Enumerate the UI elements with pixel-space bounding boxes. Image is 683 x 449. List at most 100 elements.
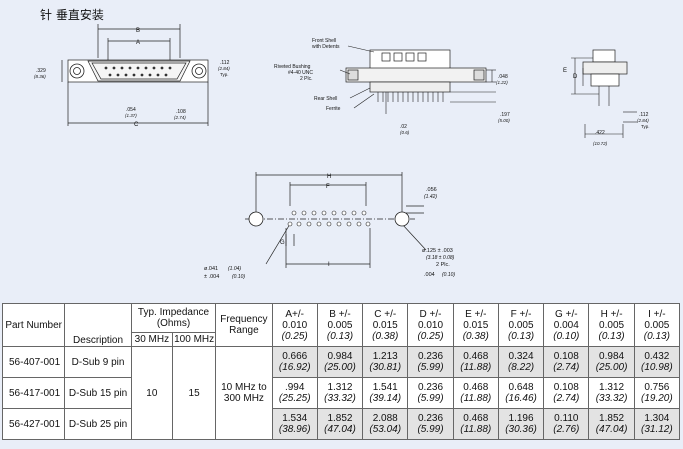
height-mm: (8.36) (34, 74, 46, 79)
dim-value: (2.74) (553, 362, 580, 373)
dim-a-name: A+/- (285, 308, 305, 320)
dim-value: (11.88) (460, 393, 492, 404)
dim-value: (5.99) (417, 424, 444, 435)
dim-f-name: F +/- (510, 308, 532, 320)
dim-cell: 0.236(5.99) (407, 346, 454, 378)
d2-in: .108 (176, 109, 186, 115)
offset-mm: (1.42) (424, 194, 437, 200)
width-mm: (10.72) (593, 141, 608, 146)
dim-value: (31.12) (641, 424, 673, 435)
dim-cell: 0.108(2.74) (543, 346, 590, 378)
dim-value: (2.76) (553, 424, 580, 435)
depth-in: .197 (500, 112, 510, 118)
impedance-30: 10 (130, 346, 173, 440)
dim-cell: 0.756(19.20) (633, 377, 681, 409)
dim-b-in: 0.005 (327, 319, 353, 331)
dim-value: 1.304 (644, 413, 670, 424)
header-dim-c: C +/-0.015(0.38) (362, 303, 409, 347)
table-row: 56-417-001 D-Sub 15 pin .994(25.25) 1.31… (1, 377, 681, 409)
dim-value: (53.04) (369, 424, 402, 435)
d2-mm: (2.74) (174, 115, 186, 120)
description: D-Sub 9 pin (64, 346, 132, 378)
dim-value: 0.324 (508, 351, 534, 362)
dim-value: 0.236 (417, 413, 444, 424)
dim-cell: 1.196(30.36) (497, 408, 545, 440)
dim-value: 1.196 (508, 413, 534, 424)
dim-cell: 0.468(11.88) (452, 346, 499, 378)
dim-c-name: C +/- (374, 308, 397, 320)
dim-h-in: 0.005 (599, 319, 625, 331)
dim-value: 1.852 (599, 413, 625, 424)
dim-value: (47.04) (324, 424, 356, 435)
bushing-label: Riveted Bushing (274, 64, 311, 70)
dim-value: 1.534 (282, 413, 308, 424)
dim-value: (38.96) (278, 424, 311, 435)
dim-g-name: G +/- (555, 308, 578, 320)
dim-cell: 1.312(33.32) (588, 377, 635, 409)
dim-i-label: I (328, 262, 330, 268)
dim-value: 0.468 (463, 413, 489, 424)
pin-tol-in: ± .004 (204, 274, 219, 280)
dim-cell: 0.648(16.46) (497, 377, 545, 409)
dim-value: (25.00) (595, 362, 628, 373)
dim-value: (8.22) (507, 362, 535, 373)
front-shell-label: Front Shell (312, 38, 336, 44)
header-impedance: Typ. Impedance (Ohms) (130, 303, 217, 333)
dim-i-mm: (0.13) (643, 330, 670, 342)
dim-value: (47.04) (595, 424, 628, 435)
end-view-drawing: E D .422 (10.72) .112 (2.84) Typ. (563, 49, 650, 146)
height-in: .329 (36, 68, 46, 74)
impedance-100: 15 (171, 346, 217, 440)
width-in: .422 (595, 130, 605, 136)
dim-cell: 0.984(25.00) (316, 346, 364, 378)
dim-cell: 0.468(11.88) (452, 377, 499, 409)
dim-f-in: 0.005 (508, 319, 534, 331)
mount-hole-in: ø.125 ± .003 (422, 248, 453, 254)
front-view-drawing: B A C .329 (8.36) .112 (2.84) Typ. .054 … (34, 24, 230, 128)
pin-dia-in: ø.041 (204, 266, 218, 272)
dim-value: 0.756 (644, 382, 670, 393)
dim-f-mm: (0.13) (507, 330, 535, 342)
dim-value: 0.236 (417, 382, 444, 393)
header-description: Description (64, 303, 132, 347)
header-dim-g: G +/-0.004(0.10) (543, 303, 590, 347)
detents-label: with Detents (312, 44, 340, 50)
table-row: 56-427-001 D-Sub 25 pin 1.534(38.96) 1.8… (1, 408, 681, 440)
dim-h-name: H +/- (600, 308, 623, 320)
dim-value: 0.236 (417, 351, 444, 362)
dim-value: (5.99) (417, 362, 444, 373)
header-dim-f: F +/-0.005(0.13) (497, 303, 545, 347)
pitch-note: Typ. (220, 72, 229, 77)
dim-value: 0.984 (327, 351, 353, 362)
dim-b-label: B (136, 28, 140, 34)
dim-cell: 0.110(2.76) (543, 408, 590, 440)
dim-cell: 1.852(47.04) (588, 408, 635, 440)
offset-in: .056 (426, 187, 437, 193)
dim-e-mm: (0.38) (462, 330, 489, 342)
dim-value: (10.98) (641, 362, 673, 373)
dim-value: (11.88) (460, 362, 492, 373)
dim-c-mm: (0.38) (372, 330, 399, 342)
header-frequency: Frequency Range (215, 303, 273, 347)
dim-value: (33.32) (324, 393, 356, 404)
description: D-Sub 25 pin (64, 408, 132, 440)
dim-value: (5.99) (417, 393, 444, 404)
part-number: 56-407-001 (1, 346, 66, 378)
dim-value: 1.852 (327, 413, 353, 424)
header-30mhz: 30 MHz (130, 332, 173, 347)
side-view-drawing: Front Shell with Detents Riveted Bushing… (274, 38, 510, 135)
mount-tol-mm: (0.10) (442, 272, 455, 278)
header-part: Part Number (1, 303, 66, 347)
header-dim-d: D +/-0.010(0.25) (407, 303, 454, 347)
top-in: .048 (498, 74, 508, 80)
dim-c-label: C (134, 122, 139, 128)
dim-cell: 2.088(53.04) (362, 408, 409, 440)
dim-cell: 0.984(25.00) (588, 346, 635, 378)
dim-value: (16.92) (278, 362, 311, 373)
dim-cell: 1.541(39.14) (362, 377, 409, 409)
dim-a-in: 0.010 (282, 319, 308, 331)
header-dim-i: I +/-0.005(0.13) (633, 303, 681, 347)
dim-value: (39.14) (369, 393, 402, 404)
dim-i-name: I +/- (648, 308, 666, 320)
lead-in: .02 (400, 124, 407, 130)
